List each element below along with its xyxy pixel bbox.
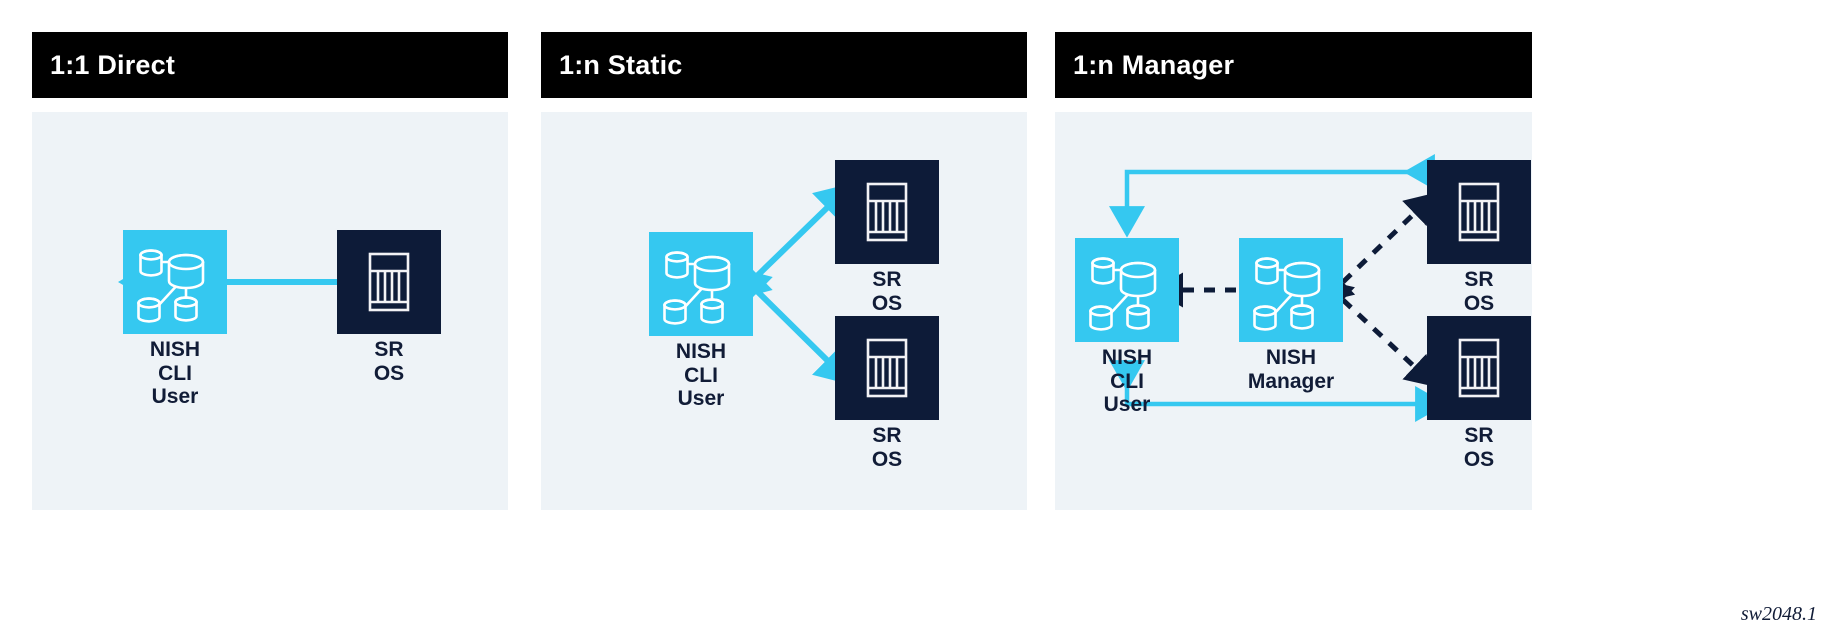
figure-caption: sw2048.1 bbox=[1740, 603, 1817, 625]
panel-body-static: NISH CLI User bbox=[541, 112, 1027, 510]
panel-header-manager: 1:n Manager bbox=[1055, 32, 1532, 98]
panel-header-direct: 1:1 Direct bbox=[32, 32, 508, 98]
node-label: NISH CLI User bbox=[1101, 346, 1153, 417]
panel-title: 1:1 Direct bbox=[50, 49, 176, 80]
database-cluster-icon bbox=[649, 232, 753, 336]
connector-cli-to-sros-bottom bbox=[732, 266, 853, 386]
connector-layer-static bbox=[541, 112, 1027, 510]
database-cluster-icon bbox=[1239, 238, 1343, 342]
connector-cli-to-sros-top bbox=[732, 183, 853, 301]
connector-manager-to-sros-bottom bbox=[1321, 279, 1437, 388]
node-label: SR OS bbox=[871, 268, 903, 315]
node-label: NISH CLI User bbox=[675, 340, 727, 411]
panel-title: 1:n Manager bbox=[1073, 49, 1235, 80]
database-cluster-icon bbox=[123, 230, 227, 334]
node-label: SR OS bbox=[1463, 424, 1495, 471]
node-label: SR OS bbox=[871, 424, 903, 471]
node-label: SR OS bbox=[1463, 268, 1495, 315]
node-label: NISH CLI User bbox=[149, 338, 201, 409]
router-icon bbox=[1427, 316, 1531, 420]
database-cluster-icon bbox=[1075, 238, 1179, 342]
router-icon bbox=[835, 316, 939, 420]
connector-sros-top-to-cli bbox=[1109, 154, 1435, 238]
panel-static: 1:n Static bbox=[541, 32, 1027, 510]
router-icon bbox=[1427, 160, 1531, 264]
panel-manager: 1:n Manager bbox=[1055, 32, 1532, 510]
panel-title: 1:n Static bbox=[559, 49, 683, 80]
node-label: NISH Manager bbox=[1247, 346, 1335, 393]
panel-direct: 1:1 Direct bbox=[32, 32, 508, 510]
router-icon bbox=[337, 230, 441, 334]
connector-manager-to-sros-top bbox=[1321, 192, 1437, 303]
panel-body-direct: NISH CLI User bbox=[32, 112, 508, 510]
node-label: SR OS bbox=[373, 338, 405, 385]
router-icon bbox=[835, 160, 939, 264]
panel-body-manager: NISH CLI User bbox=[1055, 112, 1532, 510]
panel-header-static: 1:n Static bbox=[541, 32, 1027, 98]
